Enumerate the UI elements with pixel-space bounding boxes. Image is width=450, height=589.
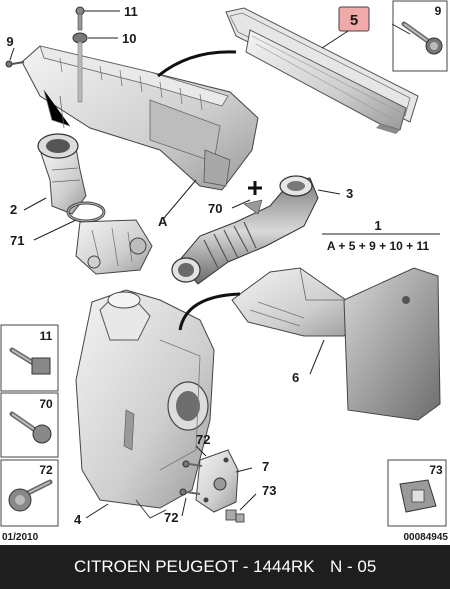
callout-3: 3 bbox=[346, 186, 353, 201]
callout-11: 11 bbox=[124, 4, 138, 19]
date-code: 01/2010 bbox=[2, 532, 39, 543]
leader-lines bbox=[9, 10, 440, 519]
callout-6: 6 bbox=[292, 370, 299, 385]
intake-duct-elbow bbox=[37, 133, 87, 215]
callout-70: 70 bbox=[208, 201, 222, 216]
callout-4: 4 bbox=[74, 512, 82, 527]
reference-code: 00084945 bbox=[404, 532, 449, 543]
screw-72-lower-part bbox=[179, 488, 201, 496]
callout-7: 7 bbox=[262, 459, 269, 474]
footer-brand-part-number: CITROEN PEUGEOT - 1444RK bbox=[74, 557, 315, 576]
screw-9-part bbox=[5, 60, 25, 68]
screw-72-upper-part bbox=[182, 460, 203, 468]
detail-box-73: 73 bbox=[387, 459, 447, 527]
callout-10: 10 bbox=[122, 31, 136, 46]
detail-box-70-label: 70 bbox=[39, 397, 53, 411]
callout-5-label: 5 bbox=[350, 12, 358, 29]
clamp-ring-71 bbox=[66, 201, 106, 223]
footer-bar: CITROEN PEUGEOT - 1444RK N - 05 bbox=[0, 545, 450, 589]
air-box-lower-housing bbox=[75, 289, 215, 519]
detail-box-72: 72 bbox=[0, 459, 59, 527]
callout-73: 73 bbox=[262, 483, 276, 498]
detail-box-73-label: 73 bbox=[429, 463, 443, 477]
grommet-10-part bbox=[72, 32, 88, 103]
mounting-bracket-7 bbox=[195, 449, 239, 513]
footer-page-number: N - 05 bbox=[330, 557, 377, 576]
detail-box-11: 11 bbox=[0, 324, 59, 392]
callout-71: 71 bbox=[10, 233, 24, 248]
detail-box-72-label: 72 bbox=[39, 463, 53, 477]
callout-72-upper: 72 bbox=[196, 432, 210, 447]
detail-box-9-label: 9 bbox=[435, 4, 442, 18]
air-intake-hose bbox=[171, 175, 319, 285]
detail-box-9: 9 bbox=[392, 0, 448, 72]
air-guide-deflector bbox=[231, 267, 441, 421]
hose-screw-70-marker bbox=[243, 181, 263, 215]
detail-box-70: 70 bbox=[0, 392, 59, 458]
air-flow-meter-body bbox=[75, 219, 153, 275]
highlight-box-5 bbox=[338, 6, 370, 32]
formula-1: A + 5 + 9 + 10 + 11 bbox=[327, 239, 430, 253]
callout-1: 1 bbox=[374, 218, 381, 233]
callout-A: A bbox=[158, 214, 168, 229]
parts-diagram: 5 11 10 9 2 71 A 70 3 1 A + 5 + 9 + 10 +… bbox=[0, 0, 449, 543]
screw-11-part bbox=[75, 6, 85, 31]
nut-73-part bbox=[225, 509, 245, 523]
air-filter-element bbox=[225, 7, 419, 134]
callout-9: 9 bbox=[6, 34, 13, 49]
callout-2: 2 bbox=[10, 202, 17, 217]
callout-72-lower: 72 bbox=[164, 510, 178, 525]
detail-box-11-label: 11 bbox=[40, 329, 53, 343]
curved-pointers bbox=[157, 50, 241, 331]
